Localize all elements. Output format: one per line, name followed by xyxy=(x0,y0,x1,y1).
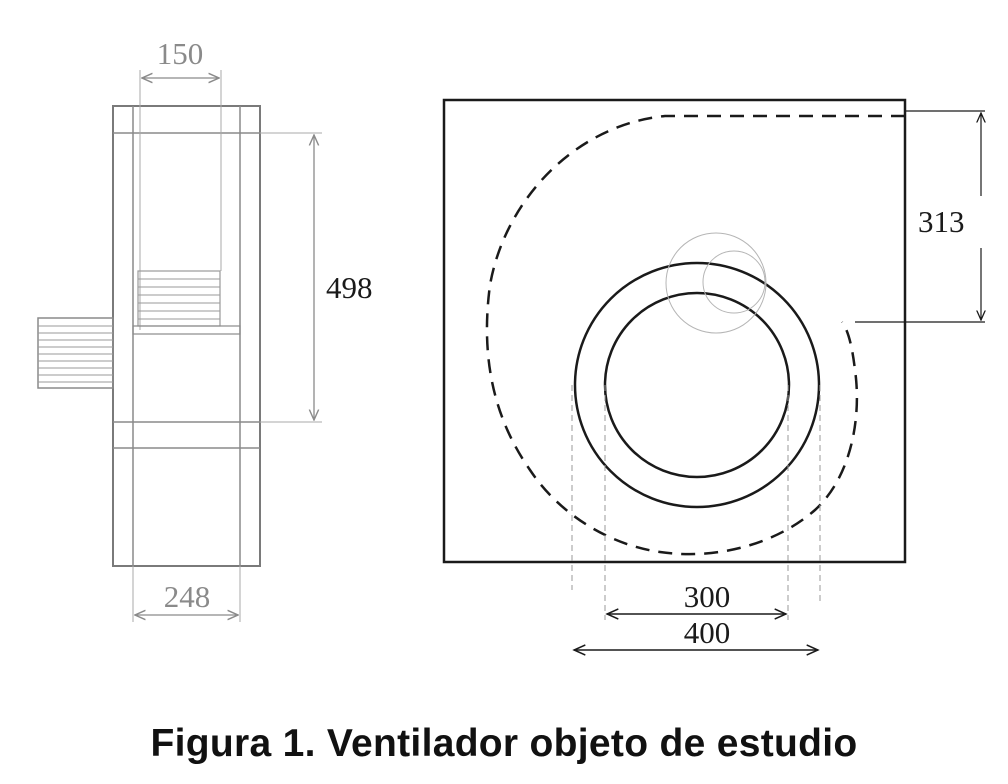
front-view: 300 400 313 xyxy=(442,98,985,650)
figure-caption: Figura 1. Ventilador objeto de estudio xyxy=(150,722,858,765)
dim-150-label: 150 xyxy=(157,36,204,71)
louver-block xyxy=(137,270,221,327)
front-housing-square xyxy=(442,98,907,564)
shaft-circle-inner xyxy=(702,250,766,314)
shaft-circle-outer xyxy=(665,232,767,334)
side-mid-band xyxy=(132,325,241,335)
volute-scroll-dashed xyxy=(485,114,905,556)
side-view: 150 498 248 xyxy=(37,36,373,622)
side-housing-outline xyxy=(112,105,261,567)
dim-248-label: 248 xyxy=(164,579,211,614)
motor xyxy=(37,317,114,389)
dim-498-label: 498 xyxy=(326,270,373,305)
dim-313-label: 313 xyxy=(918,204,965,239)
inlet-outer-ring xyxy=(573,261,821,509)
dim-300-label: 300 xyxy=(684,579,731,614)
inlet-inner-ring xyxy=(603,291,791,479)
dim-400-label: 400 xyxy=(684,615,731,650)
